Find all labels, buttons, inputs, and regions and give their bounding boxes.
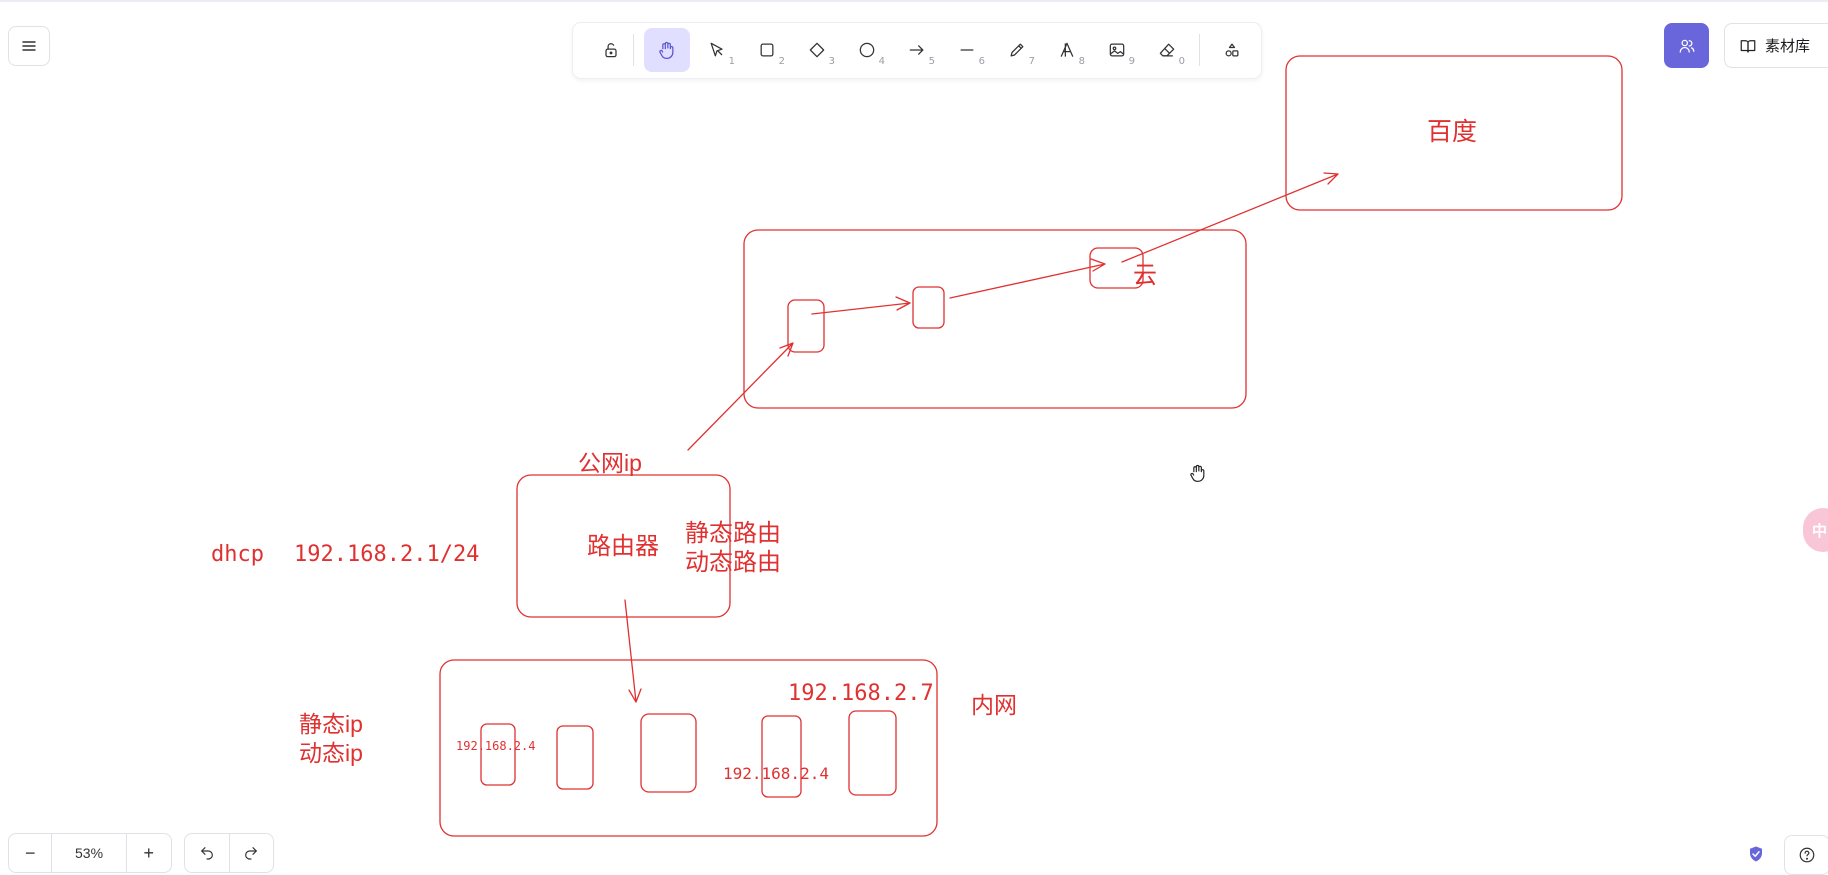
rectangle-icon <box>760 43 774 57</box>
eraser-icon <box>1159 43 1175 57</box>
lan-device-4[interactable] <box>761 715 802 798</box>
side-tab-label: 中 <box>1812 521 1828 540</box>
toolbar-divider <box>633 34 634 66</box>
hotkey-hint: 6 <box>978 56 985 67</box>
zoom-out-button[interactable]: − <box>9 834 53 872</box>
undo-button[interactable] <box>185 834 230 872</box>
router-box[interactable] <box>516 474 731 618</box>
hotkey-hint: 5 <box>928 56 935 67</box>
hotkey-hint: 1 <box>728 56 735 67</box>
users-icon <box>1679 39 1694 53</box>
lan-device-3[interactable] <box>640 713 697 793</box>
cloud-node-3[interactable] <box>1089 247 1144 289</box>
cloud-node-2[interactable] <box>912 286 945 329</box>
top-border <box>0 0 1828 2</box>
tool-ellipse[interactable]: 4 <box>844 28 890 72</box>
diamond-icon <box>809 42 825 58</box>
zoom-controls: − 53% + <box>8 833 172 873</box>
pencil-icon <box>1010 43 1024 57</box>
zoom-level[interactable]: 53% <box>52 834 127 872</box>
collaborate-button[interactable] <box>1664 23 1709 68</box>
book-icon <box>1740 39 1756 53</box>
arrow-node2-to-node3[interactable] <box>949 258 1106 299</box>
tool-arrow[interactable]: 5 <box>894 28 940 72</box>
hotkey-hint: 3 <box>828 56 835 67</box>
cloud-node-1[interactable] <box>787 299 825 353</box>
label-dhcp: dhcp <box>211 542 264 567</box>
shape-toolbar: 1 2 3 4 5 6 7 <box>573 23 1261 78</box>
toolbar-divider <box>1199 34 1200 66</box>
label-intranet: 内网 <box>971 692 1017 718</box>
text-icon <box>1060 42 1074 57</box>
library-label: 素材库 <box>1765 37 1811 55</box>
tool-line[interactable]: 6 <box>944 28 990 72</box>
hand-cursor-icon <box>1190 464 1205 482</box>
label-dynamic-ip: 动态ip <box>299 740 363 766</box>
shield-check-icon[interactable] <box>1747 845 1765 863</box>
arrow-icon <box>909 45 924 55</box>
hotkey-hint: 8 <box>1078 56 1085 67</box>
hamburger-icon <box>22 41 36 51</box>
hand-icon <box>659 41 674 59</box>
tool-hand[interactable] <box>644 28 690 72</box>
tool-diamond[interactable]: 3 <box>794 28 840 72</box>
cloud-box[interactable] <box>743 229 1247 409</box>
label-gateway-cidr: 192.168.2.1/24 <box>294 542 479 567</box>
label-baidu: 百度 <box>1427 118 1477 146</box>
hotkey-hint: 7 <box>1028 56 1035 67</box>
pointer-icon <box>710 42 723 57</box>
lan-box[interactable] <box>439 659 938 837</box>
tool-rectangle[interactable]: 2 <box>744 28 790 72</box>
library-button[interactable]: 素材库 <box>1724 23 1828 68</box>
tool-eraser[interactable]: 0 <box>1144 28 1190 72</box>
help-icon <box>1799 847 1815 863</box>
label-router: 路由器 <box>587 533 659 560</box>
lan-device-1[interactable] <box>480 723 516 786</box>
lan-device-5[interactable] <box>848 710 897 796</box>
label-device-ip: 192.168.2.4 <box>723 764 829 783</box>
image-icon <box>1109 43 1125 57</box>
hotkey-hint: 4 <box>878 56 885 67</box>
zoom-in-button[interactable]: + <box>143 842 155 863</box>
circle-icon <box>859 42 875 58</box>
lan-device-2[interactable] <box>556 725 594 790</box>
arrow-node1-to-node2[interactable] <box>811 296 911 315</box>
label-public-ip: 公网ip <box>578 450 642 476</box>
arrow-router-to-cloud[interactable] <box>687 342 794 451</box>
hotkey-hint: 9 <box>1128 56 1135 67</box>
label-cloud: 云 <box>1133 262 1157 289</box>
help-button[interactable] <box>1784 835 1828 875</box>
tool-draw[interactable]: 7 <box>994 28 1040 72</box>
label-device-ip-small: 192.168.2.4 <box>456 739 535 753</box>
tool-more-shapes[interactable] <box>1209 28 1255 72</box>
shapes-icon <box>1225 43 1239 57</box>
label-lan-ip-top: 192.168.2.7 <box>788 681 934 706</box>
label-dynamic-route: 动态路由 <box>685 549 781 576</box>
arrow-cloud-to-baidu[interactable] <box>1121 172 1339 263</box>
undo-redo-controls <box>184 833 274 873</box>
label-static-route: 静态路由 <box>685 520 781 547</box>
label-static-ip: 静态ip <box>299 711 363 737</box>
main-menu-button[interactable] <box>8 26 50 66</box>
hotkey-hint: 2 <box>778 56 785 67</box>
tool-image[interactable]: 9 <box>1094 28 1140 72</box>
unlock-icon <box>605 43 617 58</box>
tool-text[interactable]: 8 <box>1044 28 1090 72</box>
tool-selection[interactable]: 1 <box>694 28 740 72</box>
redo-button[interactable] <box>230 834 274 872</box>
line-icon <box>960 49 974 51</box>
arrow-router-to-lan[interactable] <box>624 599 642 703</box>
tool-lock[interactable] <box>588 28 634 72</box>
side-floating-tab[interactable]: 中 <box>1803 508 1828 552</box>
hotkey-hint: 0 <box>1178 56 1185 67</box>
baidu-box[interactable] <box>1285 55 1623 211</box>
